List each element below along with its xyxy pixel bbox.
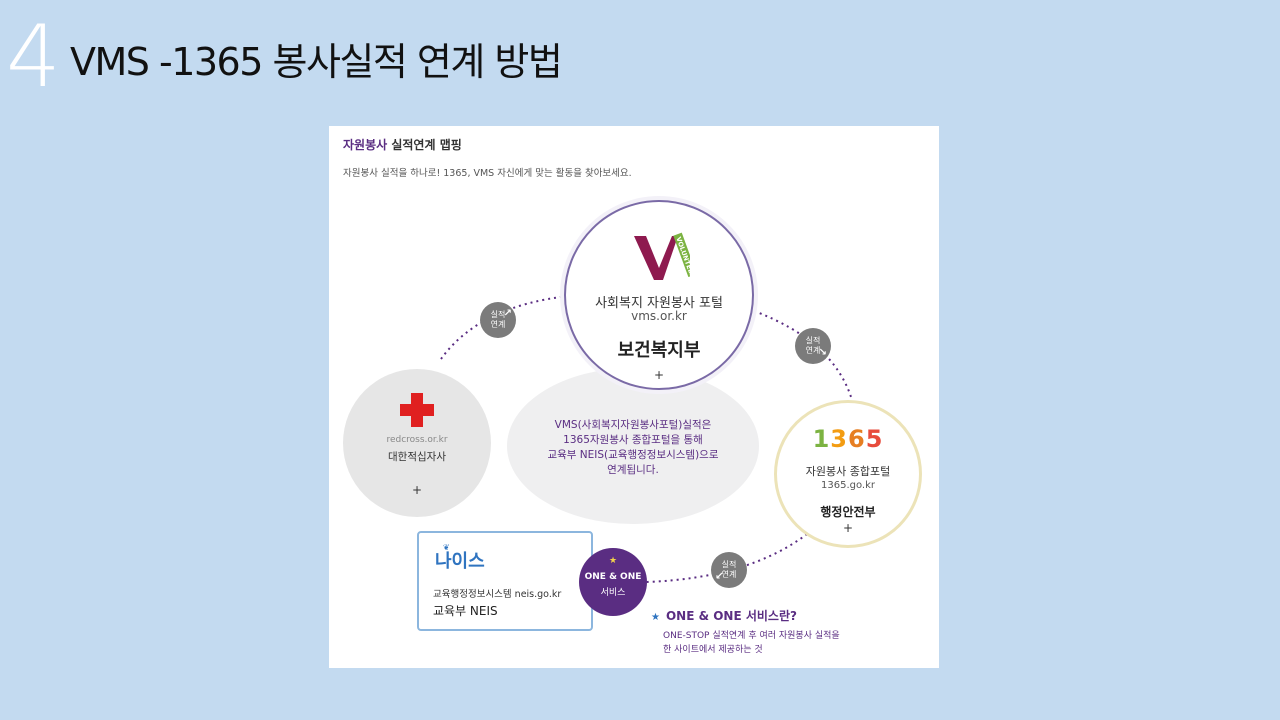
badge-line1: 실적 <box>490 310 506 319</box>
center-note-text: VMS(사회복지자원봉사포털)실적은 1365자원봉사 종합포털을 통해 교육부… <box>507 418 759 478</box>
neis-node[interactable]: ❦ 나이스 교육행정정보시스템 neis.go.kr 교육부 NEIS <box>417 531 593 631</box>
arrow-up-right-icon: ↗ <box>503 308 512 319</box>
portal1365-org: 행정안전부 <box>820 505 876 519</box>
link-badge-1365-one: 실적 연계 ↙ <box>711 552 747 588</box>
mapping-panel: 자원봉사 실적연계 맵핑 자원봉사 실적을 하나로! 1365, VMS 자신에… <box>329 126 939 668</box>
center-note-line3: 교육부 NEIS(교육행정정보시스템)으로 <box>547 449 719 461</box>
neis-logo: 나이스 <box>435 551 485 572</box>
portal1365-logo: 1365 <box>777 425 919 453</box>
badge-line2: 연계 <box>490 320 506 329</box>
vms-url: vms.or.kr <box>631 309 687 323</box>
panel-heading-rest: 실적연계 맵핑 <box>387 138 462 152</box>
one-and-one-desc-line1: ONE-STOP 실적연계 후 여러 자원봉사 실적을 <box>663 631 840 641</box>
portal1365-url: 1365.go.kr <box>821 480 875 491</box>
slide-title: VMS -1365 봉사실적 연계 방법 <box>70 40 563 84</box>
panel-heading: 자원봉사 실적연계 맵핑 <box>343 136 462 153</box>
one-and-one-desc-line2: 한 사이트에서 제공하는 것 <box>663 645 763 655</box>
connector-vms-1365 <box>753 310 853 401</box>
star-icon: ★ <box>608 556 618 566</box>
badge-line1: 실적 <box>721 560 737 569</box>
link-badge-vms-1365: 실적 연계 ↘ <box>795 328 831 364</box>
one-and-one-node[interactable]: ★ ONE & ONE 서비스 <box>579 548 647 616</box>
arrow-down-left-icon: ↙ <box>715 571 724 582</box>
one-and-one-service: 서비스 <box>600 588 626 598</box>
slide-number: 4 <box>6 7 61 107</box>
redcross-node[interactable]: redcross.or.kr 대한적십자사 + <box>343 369 491 517</box>
link-badge-redcross-vms: 실적 연계 ↗ <box>480 302 516 338</box>
neis-title: 교육행정정보시스템 neis.go.kr <box>433 589 562 600</box>
vms-title: 사회복지 자원봉사 포털 <box>595 296 723 311</box>
panel-subtitle: 자원봉사 실적을 하나로! 1365, VMS 자신에게 맞는 활동을 찾아보세… <box>343 168 632 179</box>
portal1365-node[interactable]: 1365 자원봉사 종합포털 1365.go.kr 행정안전부 + <box>774 400 922 548</box>
badge-line2: 연계 <box>805 346 821 355</box>
badge-line2: 연계 <box>721 570 737 579</box>
portal1365-logo-digit-6: 6 <box>848 425 866 453</box>
one-and-one-title: ONE & ONE <box>584 572 642 582</box>
red-cross-icon <box>400 393 434 427</box>
panel-heading-accent: 자원봉사 <box>343 138 388 152</box>
one-and-one-question-text: ONE & ONE 서비스란? <box>665 609 797 623</box>
portal1365-logo-digit-1: 1 <box>812 425 831 453</box>
neis-org: 교육부 NEIS <box>433 604 498 618</box>
one-and-one-question: ★ ONE & ONE 서비스란? <box>651 607 797 624</box>
neis-leaf-icon: ❦ <box>443 543 450 552</box>
connector-1365-one <box>646 533 808 583</box>
vms-plus-icon[interactable]: + <box>653 368 665 382</box>
badge-line1: 실적 <box>805 336 821 345</box>
vms-logo-icon: VOLUNTEER <box>634 232 690 280</box>
portal1365-title: 자원봉사 종합포털 <box>805 465 891 478</box>
arrow-down-right-icon: ↘ <box>818 347 827 358</box>
portal1365-logo-digit-5: 5 <box>865 425 884 453</box>
vms-org: 보건복지부 <box>617 340 701 361</box>
portal1365-logo-digit-3: 3 <box>830 425 848 453</box>
vms-logo-tag: VOLUNTEER <box>674 236 690 280</box>
center-note-line2: 1365자원봉사 종합포털을 통해 <box>563 434 703 446</box>
one-and-one-description: ONE-STOP 실적연계 후 여러 자원봉사 실적을 한 사이트에서 제공하는… <box>663 629 840 657</box>
vms-node[interactable]: VOLUNTEER 사회복지 자원봉사 포털 vms.or.kr 보건복지부 + <box>564 200 754 390</box>
portal1365-plus-icon[interactable]: + <box>842 521 854 535</box>
center-note-oval: VMS(사회복지자원봉사포털)실적은 1365자원봉사 종합포털을 통해 교육부… <box>507 368 759 524</box>
center-note-line1: VMS(사회복지자원봉사포털)실적은 <box>554 419 712 431</box>
redcross-plus-icon[interactable]: + <box>411 483 423 497</box>
redcross-name: 대한적십자사 <box>388 451 446 463</box>
center-note-line4: 연계됩니다. <box>607 464 659 476</box>
question-star-icon: ★ <box>651 612 660 623</box>
redcross-url: redcross.or.kr <box>386 435 448 445</box>
